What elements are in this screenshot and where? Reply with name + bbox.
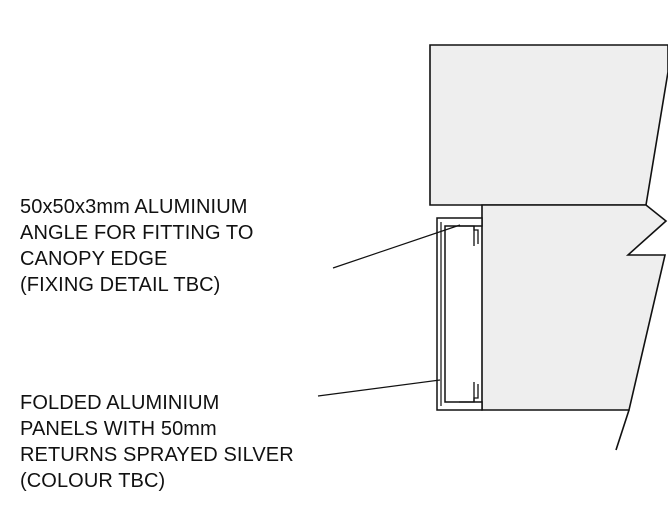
annotation-line: (FIXING DETAIL TBC) bbox=[20, 274, 221, 296]
folded-panel-outer bbox=[436, 217, 483, 411]
annotation-line: CANOPY EDGE bbox=[20, 248, 168, 270]
annotation-line: 50x50x3mm ALUMINIUM bbox=[20, 196, 248, 218]
leader-line-angle bbox=[332, 224, 461, 269]
upper-canopy-block bbox=[429, 44, 668, 206]
annotation-line: (COLOUR TBC) bbox=[20, 470, 166, 492]
aluminium-angle-bottom bbox=[459, 384, 479, 403]
annotation-aluminium-angle: 50x50x3mm ALUMINIUM ANGLE FOR FITTING TO… bbox=[20, 194, 254, 298]
annotation-line: ANGLE FOR FITTING TO bbox=[20, 222, 254, 244]
annotation-folded-panels: FOLDED ALUMINIUM PANELS WITH 50mm RETURN… bbox=[20, 390, 294, 494]
break-line-tail bbox=[615, 409, 630, 451]
aluminium-angle-top bbox=[459, 225, 479, 244]
annotation-line: PANELS WITH 50mm bbox=[20, 418, 217, 440]
leader-line-panels bbox=[317, 379, 441, 397]
lower-canopy-block bbox=[481, 204, 668, 411]
annotation-line: RETURNS SPRAYED SILVER bbox=[20, 444, 294, 466]
annotation-line: FOLDED ALUMINIUM bbox=[20, 392, 220, 414]
